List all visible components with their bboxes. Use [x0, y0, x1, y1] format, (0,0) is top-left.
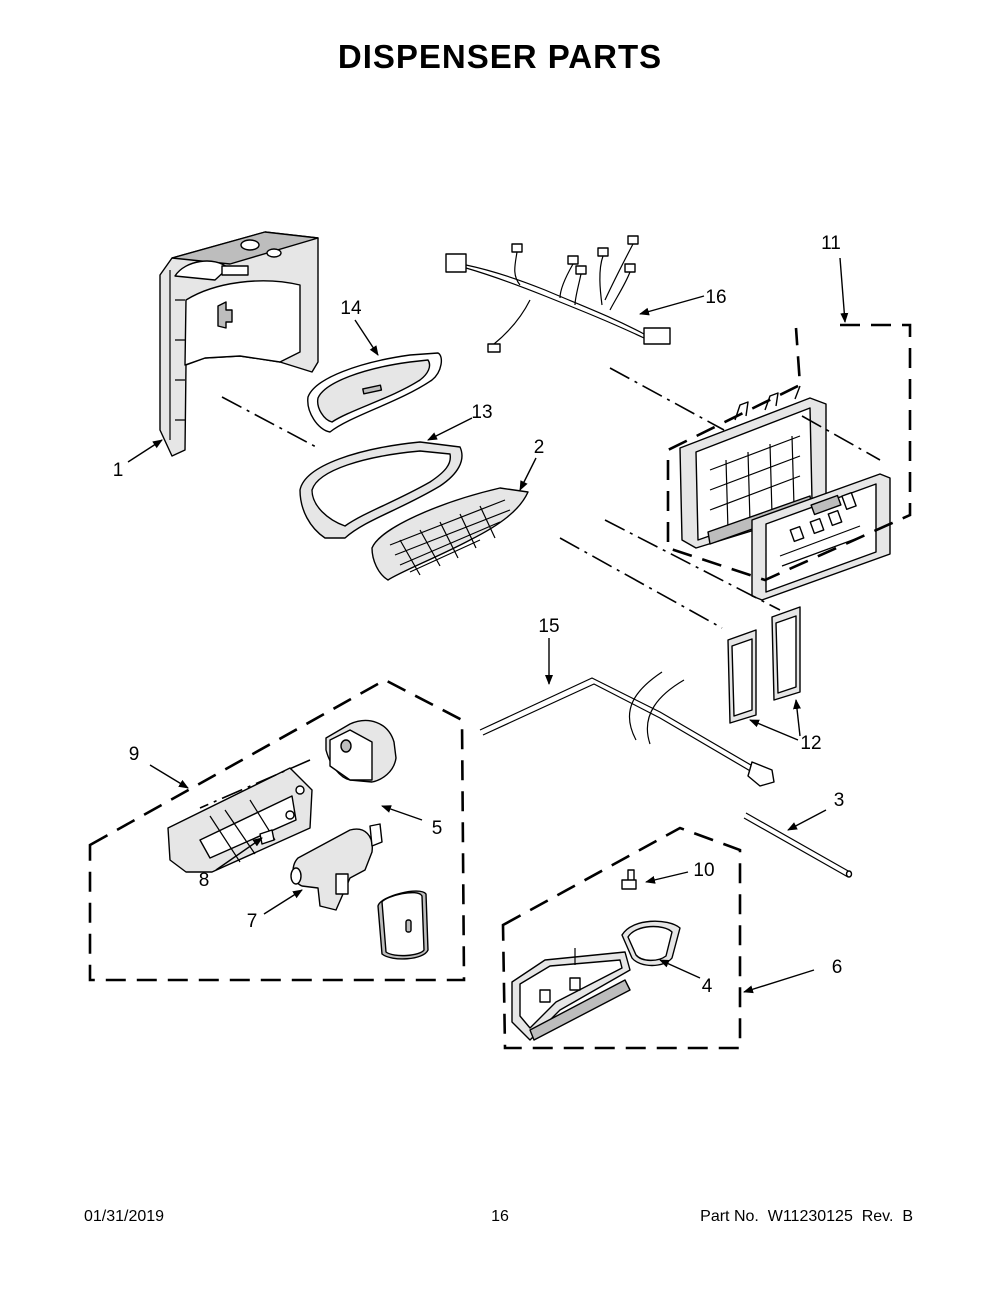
- part-14-gasket: [307, 352, 443, 433]
- part-2-drip-grille: [371, 487, 529, 581]
- part-1-dispenser-housing: [159, 231, 319, 457]
- callout-16: 16: [705, 287, 726, 308]
- align-line-3: [559, 537, 723, 629]
- footer-page-number: 16: [491, 1208, 509, 1225]
- callout-7: 7: [247, 911, 258, 932]
- part-13-frame: [299, 441, 463, 539]
- callout-leaders: [127, 257, 849, 994]
- group-6-box: [501, 826, 742, 1050]
- part-9-door-assembly: [167, 719, 429, 960]
- callout-1: 1: [113, 460, 124, 481]
- callout-4: 4: [702, 976, 713, 997]
- part-11-control-panel: [679, 385, 891, 601]
- align-line-4: [604, 519, 781, 611]
- part-12-pads: [727, 606, 801, 724]
- group-11-box: [666, 323, 912, 582]
- callout-15: 15: [538, 616, 559, 637]
- align-line-2: [609, 367, 725, 431]
- footer-part-number: Part No. W11230125 Rev. B: [700, 1208, 913, 1225]
- callout-13: 13: [471, 402, 492, 423]
- align-line-5: [199, 759, 311, 809]
- footer-date: 01/31/2019: [84, 1208, 165, 1225]
- callout-10: 10: [693, 860, 714, 881]
- callout-6: 6: [832, 957, 843, 978]
- page-title: DISPENSER PARTS: [337, 38, 663, 75]
- callout-9: 9: [129, 744, 140, 765]
- callout-14: 14: [340, 298, 362, 319]
- callout-11: 11: [821, 233, 841, 254]
- callout-2: 2: [534, 437, 545, 458]
- callout-8: 8: [199, 870, 210, 891]
- part-16-wire-harness: [445, 235, 671, 353]
- align-line-6: [801, 415, 881, 461]
- group-9-box: [88, 678, 466, 982]
- part-15-heater-tube: [479, 671, 775, 787]
- callout-3: 3: [834, 790, 845, 811]
- callout-12: 12: [800, 733, 821, 754]
- callout-5: 5: [432, 818, 443, 839]
- part-3-rod: [743, 812, 853, 878]
- part-6-module: [511, 869, 681, 1041]
- align-line-1: [221, 396, 319, 449]
